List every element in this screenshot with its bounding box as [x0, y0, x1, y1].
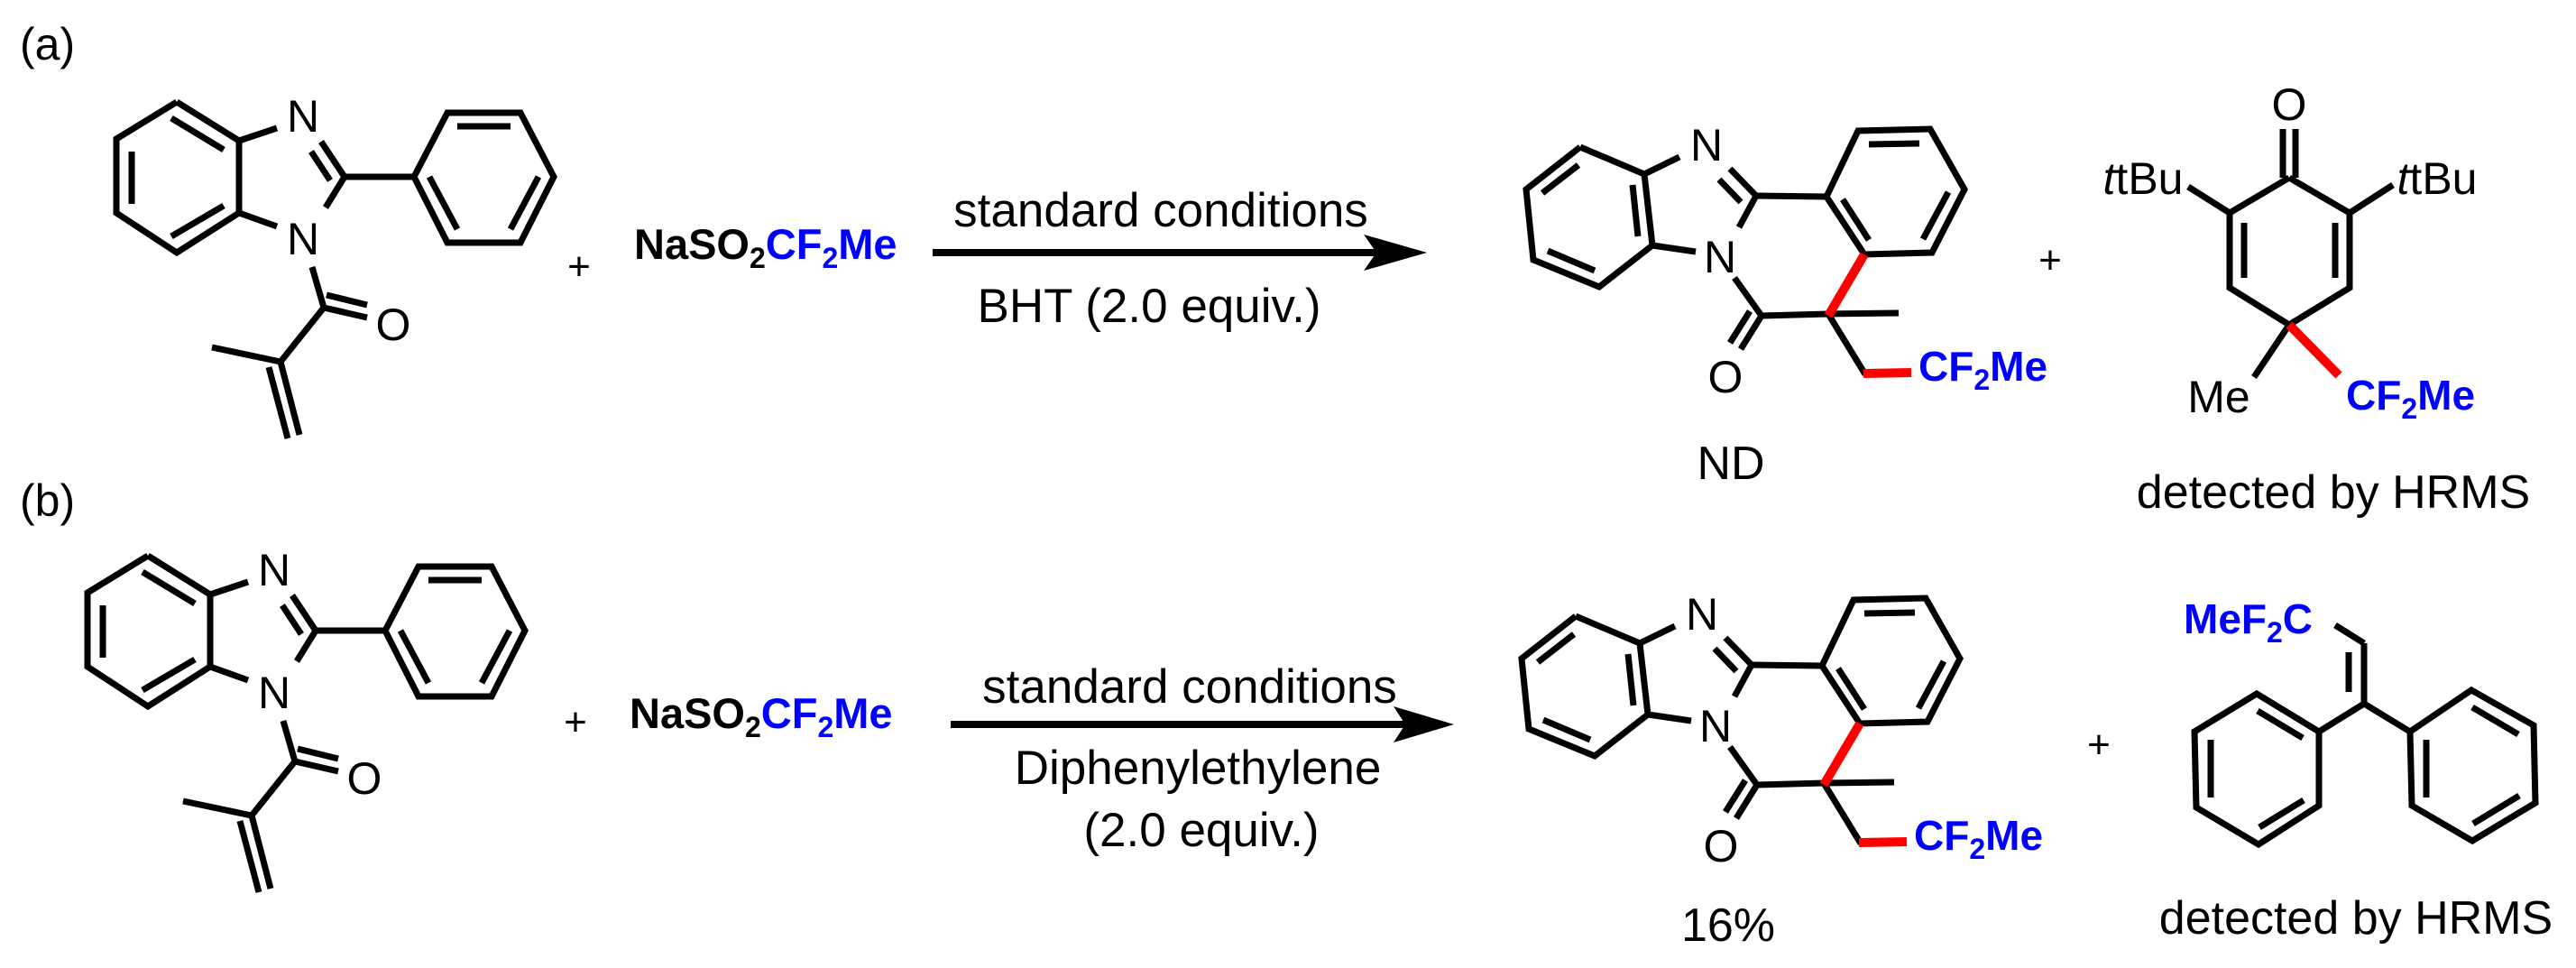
tbu-right: ttBu [2397, 153, 2478, 204]
reaction-arrow-a [933, 235, 1427, 271]
atom-o: O [376, 300, 411, 350]
diphenylethylene-adduct: MeF2C detected by HRMS [2159, 595, 2553, 945]
product-bonds [1523, 125, 1968, 376]
group-cf2me: CF2Me [2346, 372, 2475, 425]
plus-sign: + [2038, 238, 2062, 282]
substrate-bonds [113, 99, 557, 439]
hrms-note: detected by HRMS [2159, 892, 2553, 945]
panel-label-a: (a) [20, 19, 75, 69]
adduct-bonds [2186, 129, 2395, 379]
adduct-bonds [2191, 622, 2539, 849]
new-bond-cf2 [1858, 837, 1908, 847]
hrms-note: detected by HRMS [2137, 466, 2530, 519]
bht-adduct: O ttBu ttBu Me CF2Me detected by HRMS [2103, 79, 2531, 519]
product-a: N N O CF2Me ND [1523, 120, 2047, 490]
plus-sign: + [2087, 723, 2111, 767]
new-bond-aryl [1819, 721, 1864, 788]
arrow-condition-below-1: Diphenylethylene [1015, 742, 1382, 795]
atom-o: O [1708, 352, 1743, 402]
substrate-a: N N O [113, 91, 557, 439]
substrate-bonds [84, 553, 529, 893]
atom-n-top: N [1686, 589, 1718, 640]
atom-n-top: N [287, 91, 319, 142]
product-b: N N O CF2Me [1518, 589, 2043, 871]
group-mef2c: MeF2C [2184, 595, 2313, 649]
atom-n-bottom: N [258, 668, 290, 718]
substrate-b: N N O [84, 545, 529, 893]
plus-sign: + [564, 700, 587, 744]
atom-n-bottom: N [1699, 701, 1732, 751]
arrow-condition-below-2: (2.0 equiv.) [1083, 804, 1319, 857]
atom-o: O [347, 753, 382, 804]
yield-label: ND [1697, 438, 1764, 490]
reagent-sodium-sulfinate: NaSO2CF2Me [630, 689, 893, 743]
atom-o: O [2272, 79, 2307, 130]
panel-a: (a) [20, 19, 2530, 519]
panel-b: (b) [20, 475, 2553, 952]
arrow-condition-below: BHT (2.0 equiv.) [978, 280, 1321, 333]
group-cf2me: CF2Me [1914, 812, 2043, 865]
panel-label-b: (b) [20, 475, 75, 526]
reagent-sodium-sulfinate: NaSO2CF2Me [634, 220, 897, 274]
atom-n-bottom: N [287, 214, 319, 264]
atom-n-bottom: N [1704, 232, 1736, 282]
methyl-label: Me [2187, 372, 2249, 422]
reaction-arrow-b [951, 706, 1454, 742]
arrow-condition-above: standard conditions [982, 660, 1397, 714]
tbu-left: ttBu [2103, 153, 2184, 204]
product-bonds [1518, 595, 1964, 845]
atom-o: O [1704, 821, 1739, 871]
arrow-condition-above: standard conditions [953, 184, 1368, 237]
new-bond-aryl [1824, 252, 1869, 318]
atom-n-top: N [258, 545, 290, 595]
atom-n-top: N [1690, 120, 1723, 171]
group-cf2me: CF2Me [1918, 343, 2047, 396]
plus-sign: + [567, 244, 591, 289]
yield-label: 16% [1681, 899, 1775, 952]
new-bond-cf2 [2286, 321, 2342, 379]
